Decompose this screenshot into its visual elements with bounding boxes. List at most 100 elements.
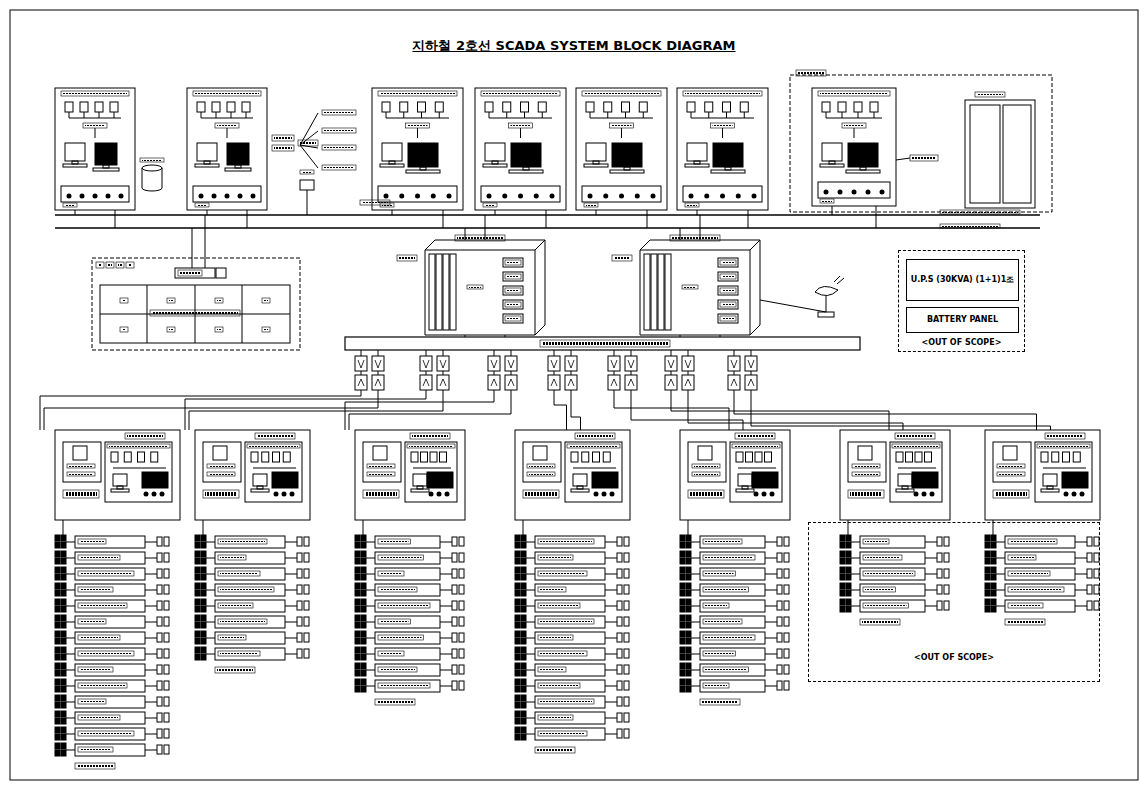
terminal-symbol (61, 638, 66, 644)
terminal-symbol (521, 711, 526, 717)
illegible-text-bar (272, 135, 294, 141)
breaker-symbol (297, 649, 302, 658)
modem-symbol (625, 356, 637, 371)
breaker-symbol (784, 633, 789, 642)
device-icon (1003, 446, 1017, 460)
monitor-symbol (253, 474, 267, 486)
terminal-symbol (195, 615, 200, 621)
wire-line (511, 350, 512, 356)
terminal-symbol (201, 567, 206, 573)
terminal-symbol (515, 567, 520, 573)
monitor-symbol (272, 472, 298, 488)
terminal-symbol (515, 551, 520, 557)
port-symbol (274, 492, 279, 497)
illegible-text-bar (78, 699, 106, 704)
illegible-text-bar (78, 571, 134, 576)
wire-line (66, 638, 75, 639)
wire-line (691, 686, 700, 687)
illegible-text-bar (863, 539, 889, 544)
wire-line (765, 590, 777, 591)
device-icon (80, 102, 88, 112)
illegible-text-fill (540, 605, 578, 606)
illegible-text-bar (218, 571, 260, 576)
illegible-text-bar (703, 619, 742, 624)
breaker-symbol (784, 665, 789, 674)
terminal-symbol (686, 551, 691, 557)
illegible-text-fill (380, 685, 428, 686)
modem-symbol (625, 375, 637, 390)
breaker-symbol (157, 697, 162, 706)
wire-line (643, 112, 644, 118)
monitor-base (380, 164, 404, 167)
terminal-symbol (195, 583, 200, 589)
wire-line (44, 390, 378, 430)
illegible-text-fill (507, 318, 519, 319)
device-icon (740, 102, 748, 112)
terminal-symbol (201, 606, 206, 612)
illegible-text-fill (63, 93, 127, 94)
terminal-symbol (686, 679, 691, 685)
monitor-base (406, 170, 440, 173)
port-symbol (384, 194, 389, 199)
scope-region: <OUT OF SCOPE> (808, 522, 1100, 682)
breaker-symbol (304, 633, 309, 642)
terminal-symbol (55, 638, 60, 644)
breaker-symbol (164, 649, 169, 658)
terminal-symbol (515, 599, 520, 605)
breaker-symbol (617, 601, 622, 610)
illegible-text-fill (540, 701, 592, 702)
illegible-text-fill (274, 147, 292, 149)
wire-line (631, 390, 743, 430)
wire-line (688, 390, 903, 430)
monitor-base (736, 489, 754, 492)
terminal-symbol (521, 686, 526, 692)
illegible-text-fill (722, 318, 734, 319)
illegible-text-bar (140, 158, 164, 162)
device-icon (73, 446, 87, 460)
terminal-symbol (55, 631, 60, 637)
breaker-symbol (624, 729, 629, 738)
wire-line (206, 574, 215, 575)
modem-symbol (608, 375, 620, 390)
port-symbol (534, 194, 539, 199)
terminal-symbol (361, 583, 366, 589)
modem-symbol (437, 375, 449, 390)
illegible-text-fill (69, 466, 93, 467)
wire-line (765, 670, 777, 671)
illegible-text-bar (150, 310, 240, 316)
modem-symbol (565, 375, 577, 390)
wire-line (765, 622, 777, 623)
illegible-text-fill (685, 93, 760, 94)
terminal-symbol (361, 590, 366, 596)
terminal-symbol (201, 647, 206, 653)
modem-symbol (437, 356, 449, 371)
field-device-box (75, 536, 145, 548)
terminal-symbol (55, 606, 60, 612)
illegible-text-bar (505, 302, 521, 307)
illegible-text-bar (126, 262, 134, 268)
wire-line (206, 606, 215, 607)
wire-line (145, 718, 157, 719)
illegible-text-bar (703, 683, 729, 688)
modem-symbol (372, 356, 384, 371)
terminal-symbol (515, 647, 520, 653)
wire-line (349, 390, 511, 430)
dish-base (818, 312, 834, 317)
illegible-text-fill (220, 653, 258, 654)
field-device-box (535, 600, 605, 612)
illegible-text-fill (264, 329, 268, 330)
terminal-symbol (55, 695, 60, 701)
illegible-text-bar (218, 555, 246, 560)
illegible-text-bar (78, 635, 120, 640)
terminal-symbol (846, 590, 851, 596)
field-device-box (215, 616, 285, 628)
port-symbol (736, 194, 741, 199)
scope-region: <OUT OF SCOPE>U.P.S (30KVA) (1+1)1조BATTE… (898, 250, 1025, 352)
illegible-text-fill (118, 264, 122, 266)
wire-line (688, 350, 689, 356)
illegible-text-bar (538, 635, 573, 640)
breaker-symbol (624, 585, 629, 594)
device-icon (765, 452, 772, 462)
wire-line (1075, 606, 1087, 607)
